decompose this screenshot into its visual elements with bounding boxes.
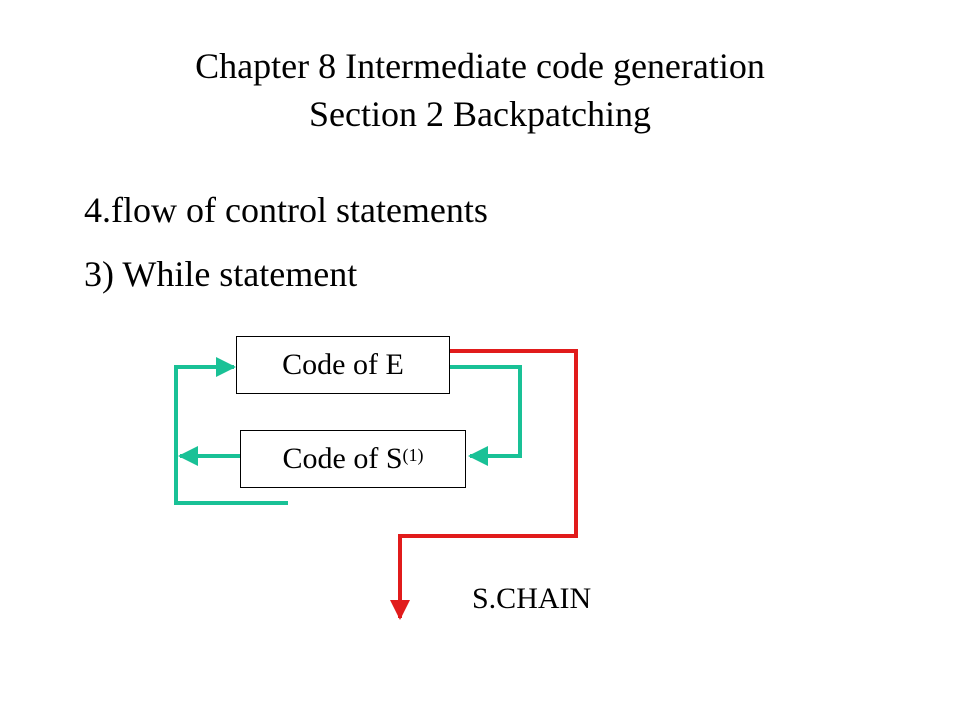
code-of-s1-label: Code of S — [282, 442, 403, 475]
s-chain-label: S.CHAIN — [472, 582, 592, 615]
true-branch-arrow — [450, 365, 522, 466]
code-of-s1-box: Code of S(1) — [240, 430, 466, 488]
code-of-e-box: Code of E — [236, 336, 450, 394]
false-branch-chain-arrow — [390, 349, 578, 620]
title-line-2: Section 2 Backpatching — [309, 94, 651, 134]
slide-title: Chapter 8 Intermediate code generation S… — [0, 42, 960, 138]
title-line-1: Chapter 8 Intermediate code generation — [195, 46, 765, 86]
section-subheading: 3) While statement — [84, 254, 358, 294]
loop-back-arrow — [174, 357, 288, 505]
section-heading: 4.flow of control statements — [84, 190, 488, 230]
s1-superscript: (1) — [402, 445, 424, 465]
code-of-e-label: Code of E — [282, 348, 404, 381]
